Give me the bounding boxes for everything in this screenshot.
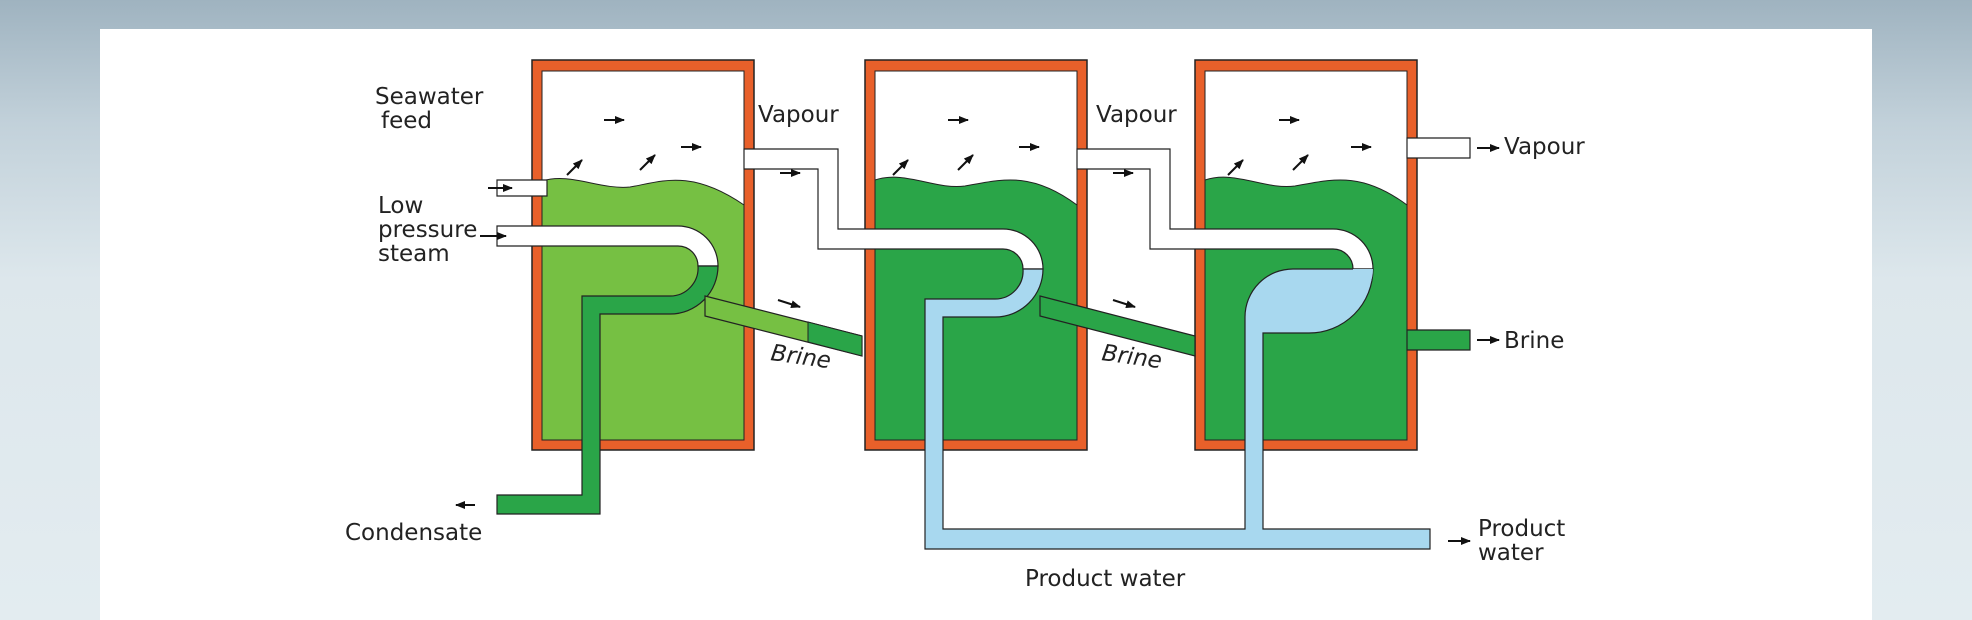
vapour-outlet-pipe	[1406, 137, 1471, 159]
vapour-label-2: Vapour	[1096, 102, 1177, 128]
effect-2	[864, 59, 1088, 451]
product-water-u-tube-3	[1263, 269, 1373, 309]
brine-pipe-1-dark	[807, 321, 863, 357]
seawater-feed-label: Seawater feed	[375, 84, 491, 134]
brine-pipe-2	[1039, 295, 1196, 357]
effect-3	[1194, 59, 1418, 451]
effect-1	[531, 59, 755, 451]
condensate-label: Condensate	[345, 520, 482, 546]
product-water-label-right: Product water	[1478, 516, 1573, 566]
product-water-label-bottom: Product water	[1025, 566, 1186, 592]
vapour-label-1: Vapour	[758, 102, 839, 128]
vapour-out-label: Vapour	[1504, 134, 1585, 160]
low-pressure-steam-label: Low pressure steam	[378, 193, 485, 267]
brine-out-label: Brine	[1504, 328, 1564, 354]
condensate-pipe	[496, 265, 719, 515]
flow-arrows	[455, 116, 1500, 545]
brine-outlet-pipe	[1406, 329, 1471, 351]
